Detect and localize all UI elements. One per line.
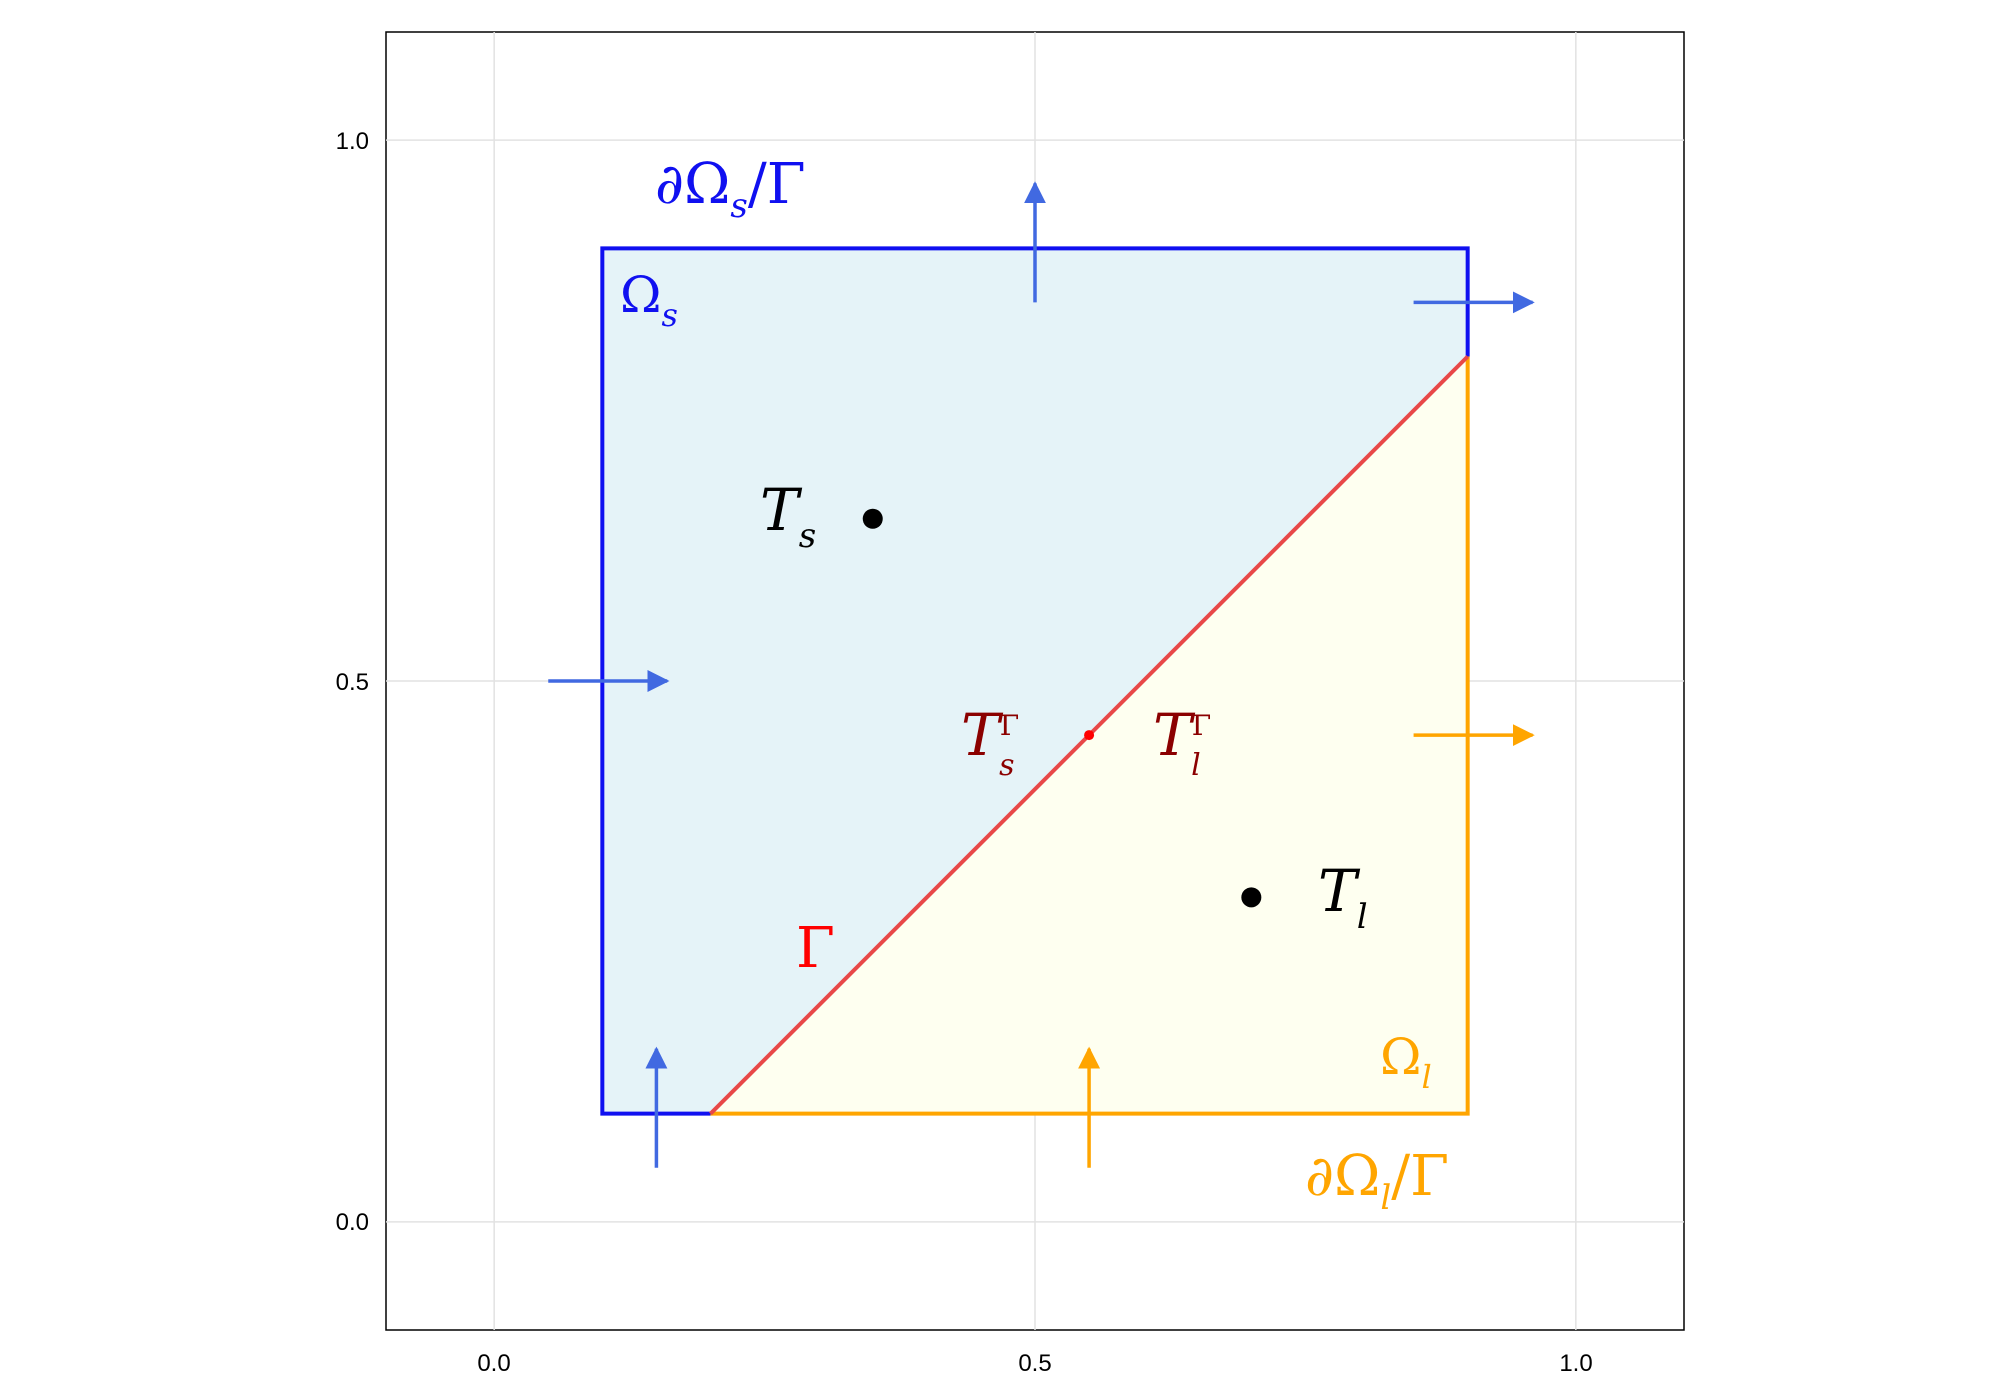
y-tick-label: 1.0	[336, 128, 369, 155]
y-tick-label: 0.5	[336, 669, 369, 696]
cell-center-point	[1241, 887, 1262, 908]
omega-l-label: Ωl	[1380, 1028, 1432, 1096]
x-tick-label: 0.0	[477, 1350, 510, 1377]
interface-point	[1084, 730, 1095, 741]
boundary-s-label: ∂Ωs/Γ	[655, 152, 806, 226]
omega-s-label: Ωs	[620, 266, 678, 334]
solid-boundary	[600, 246, 1470, 1116]
gamma-label: Γ	[796, 916, 835, 981]
y-ticks: 0.0 0.5 1.0	[336, 128, 369, 1236]
x-ticks: 0.0 0.5 1.0	[477, 1350, 1592, 1377]
boundary-l-label: ∂Ωl/Γ	[1305, 1144, 1449, 1218]
liquid-boundary	[710, 356, 1470, 1116]
regions	[600, 246, 1470, 1116]
t-s-label: Ts	[760, 476, 816, 556]
x-tick-label: 0.5	[1018, 1350, 1051, 1377]
solid-region	[602, 248, 1468, 1114]
y-tick-label: 0.0	[336, 1209, 369, 1236]
flux-arrows	[548, 181, 1535, 1168]
cell-centers	[862, 508, 1262, 908]
x-tick-label: 1.0	[1559, 1350, 1592, 1377]
t-l-label: Tl	[1318, 857, 1368, 937]
cell-center-point	[862, 508, 883, 529]
